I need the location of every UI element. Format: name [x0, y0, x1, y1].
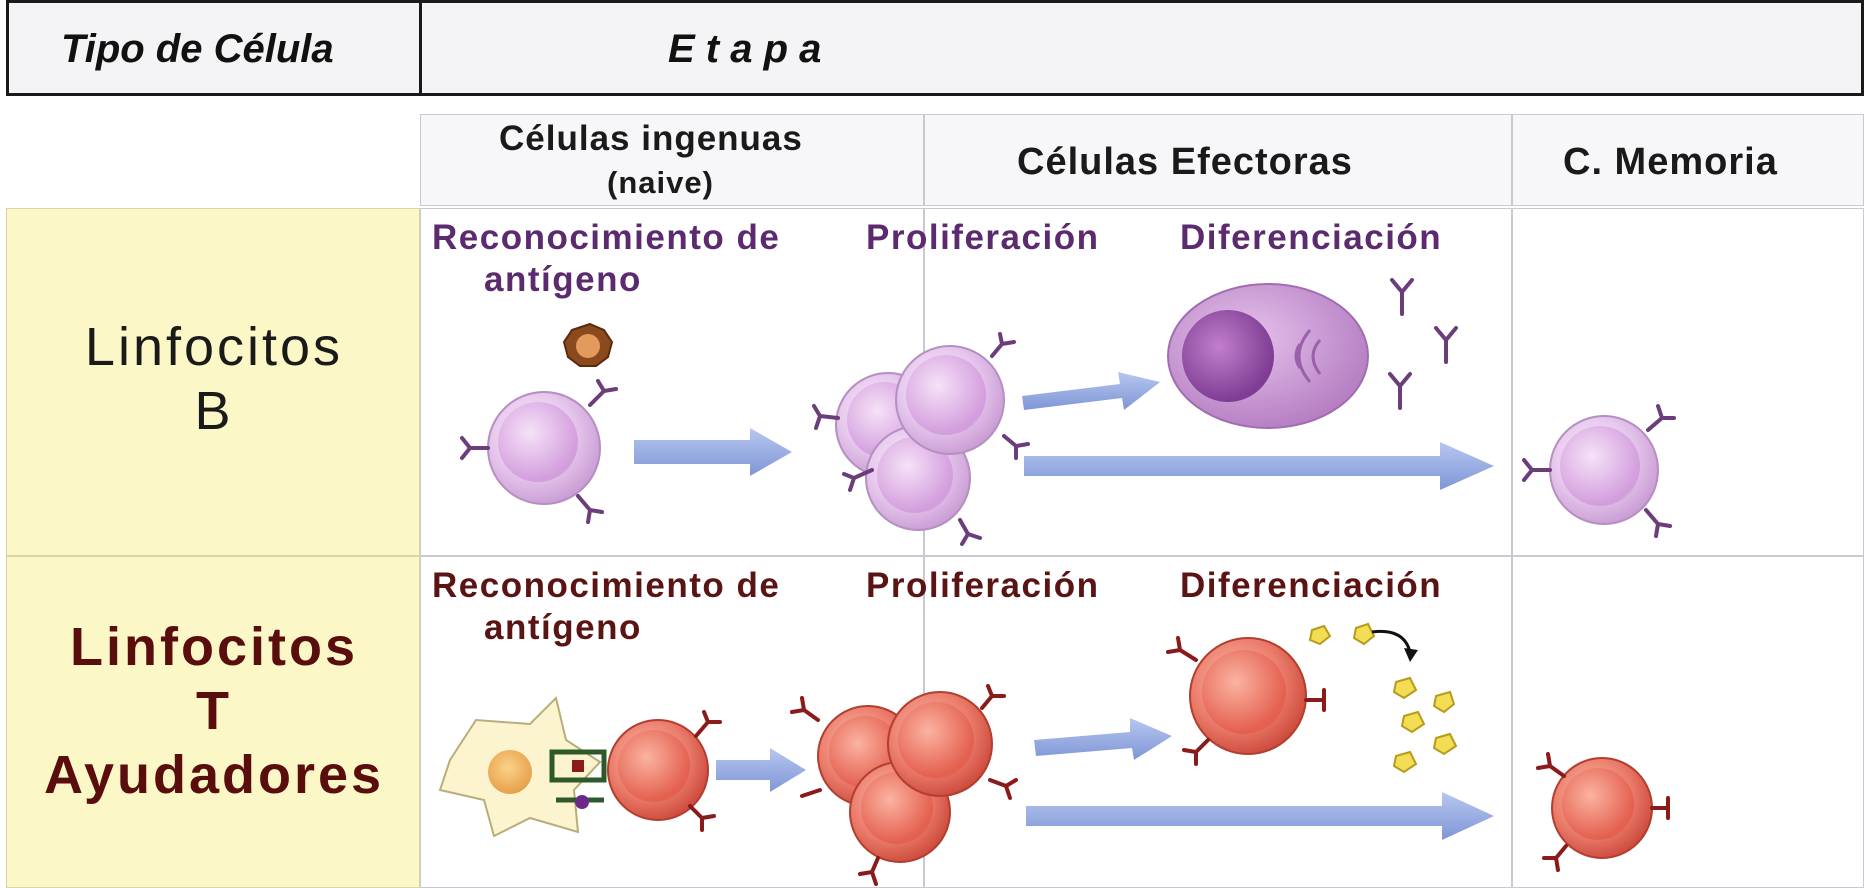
- cytokine-secretion-arrow: [1372, 631, 1410, 652]
- arrow-t-recognition-to-proliferation: [716, 748, 806, 792]
- naive-t-cell-icon: [608, 712, 720, 830]
- cytokine-arrowhead: [1404, 648, 1418, 662]
- memory-t-cell-icon: [1538, 754, 1668, 870]
- arrow-t-to-differentiation: [1034, 718, 1172, 760]
- cytokines-icon: [1310, 624, 1456, 772]
- arrow-t-to-memory: [1026, 792, 1494, 840]
- effector-t-cell-icon: [1168, 638, 1324, 764]
- memory-b-cell-icon: [1524, 406, 1674, 536]
- arrow-b-recognition-to-proliferation: [634, 428, 792, 476]
- antibodies-icon: [1390, 280, 1456, 408]
- plasma-cell-icon: [1168, 284, 1368, 428]
- naive-b-cell-icon: [462, 381, 616, 522]
- proliferating-b-cells-icon: [814, 334, 1028, 544]
- arrow-b-to-memory: [1024, 442, 1494, 490]
- proliferating-t-cells-icon: [792, 686, 1016, 884]
- antigen-icon: [564, 324, 612, 366]
- arrow-b-to-differentiation: [1022, 372, 1160, 410]
